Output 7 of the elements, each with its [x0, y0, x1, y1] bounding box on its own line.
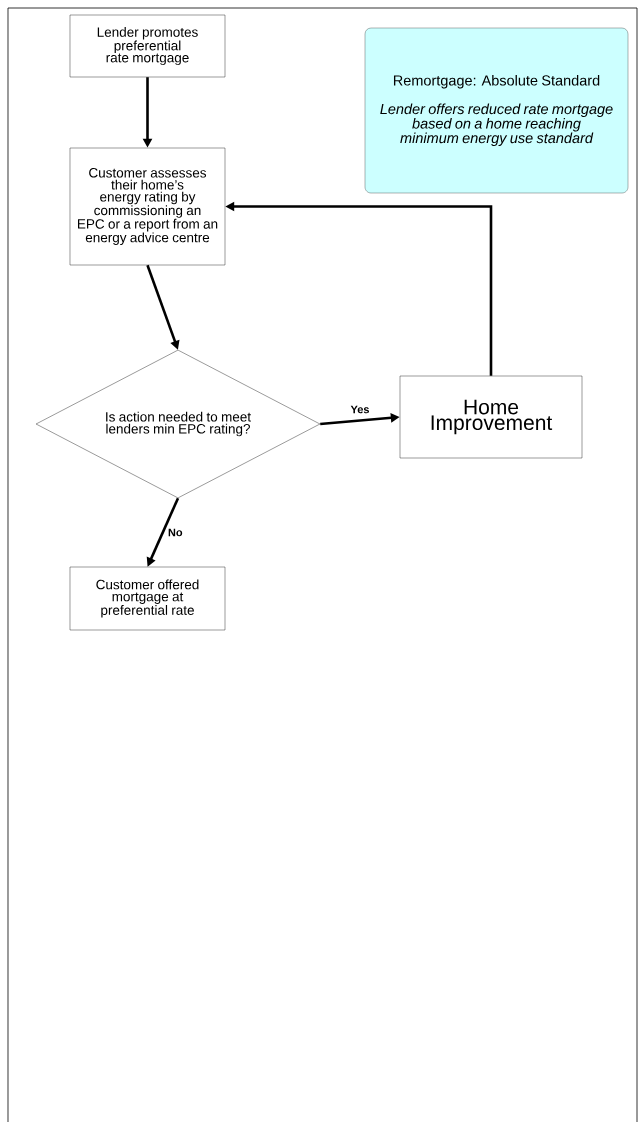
note-box: Remortgage: Absolute Standard Lender offers reduced rate mortgage based on a home reaching minimum energy use standard	[364, 27, 629, 194]
edge-label: Yes	[349, 404, 371, 415]
process-box: Home Improvement	[399, 375, 583, 459]
edge-label: No	[166, 527, 184, 538]
process-box: Lender promotes preferential rate mortgage	[69, 14, 226, 78]
process-box: Customer assesses their home’s energy rating by commissioning an EPC or a report from an energy advice centre	[69, 147, 226, 266]
process-box: Customer offered mortgage at preferential rate	[69, 566, 226, 631]
